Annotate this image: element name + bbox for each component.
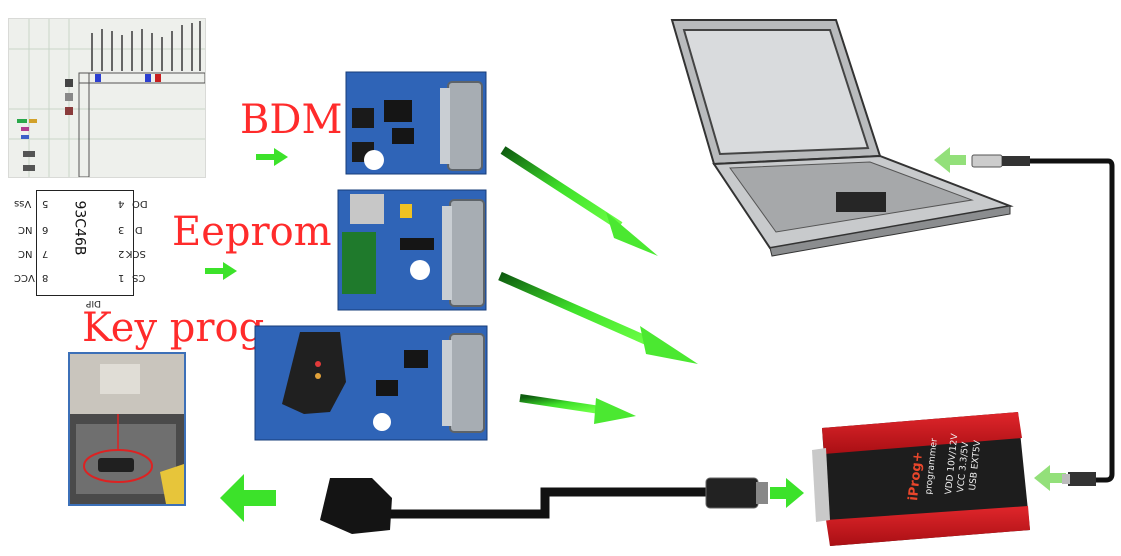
chip-body <box>36 190 134 296</box>
bdm-wiring-photo <box>8 18 206 178</box>
eeprom-adapter-board <box>337 189 487 311</box>
arrow-bdm-to-iprog <box>500 146 658 256</box>
eeprom-label: Eeprom <box>172 209 332 255</box>
car-interior-illustration <box>70 354 184 504</box>
arrow-eeprom-to-iprog <box>498 271 698 364</box>
arrow-right-bdm <box>256 148 288 166</box>
usb-cable <box>971 154 1115 486</box>
arrow-into-iprog-db <box>770 478 804 508</box>
arrow-keyprog-to-iprog <box>519 394 636 424</box>
bdm-adapter-board <box>345 71 487 175</box>
laptop <box>670 19 1014 257</box>
iprog-device <box>812 412 1030 546</box>
bdm-wiring-diagram <box>9 19 205 177</box>
eeprom-chip-diagram: 93C46B DIP Vss NC NC VCC 5 6 7 8 4 3 2 1… <box>14 190 154 308</box>
obd-cable <box>320 477 768 534</box>
arrow-right-eeprom <box>205 262 237 280</box>
bdm-label: BDM <box>240 97 343 143</box>
key-prog-label: Key prog <box>82 305 265 351</box>
car-obd-port-photo <box>68 352 186 506</box>
arrow-into-iprog-usb <box>1034 465 1066 491</box>
arrow-to-car <box>220 474 276 522</box>
arrow-into-laptop <box>934 147 966 173</box>
key-prog-adapter-board <box>254 325 488 441</box>
